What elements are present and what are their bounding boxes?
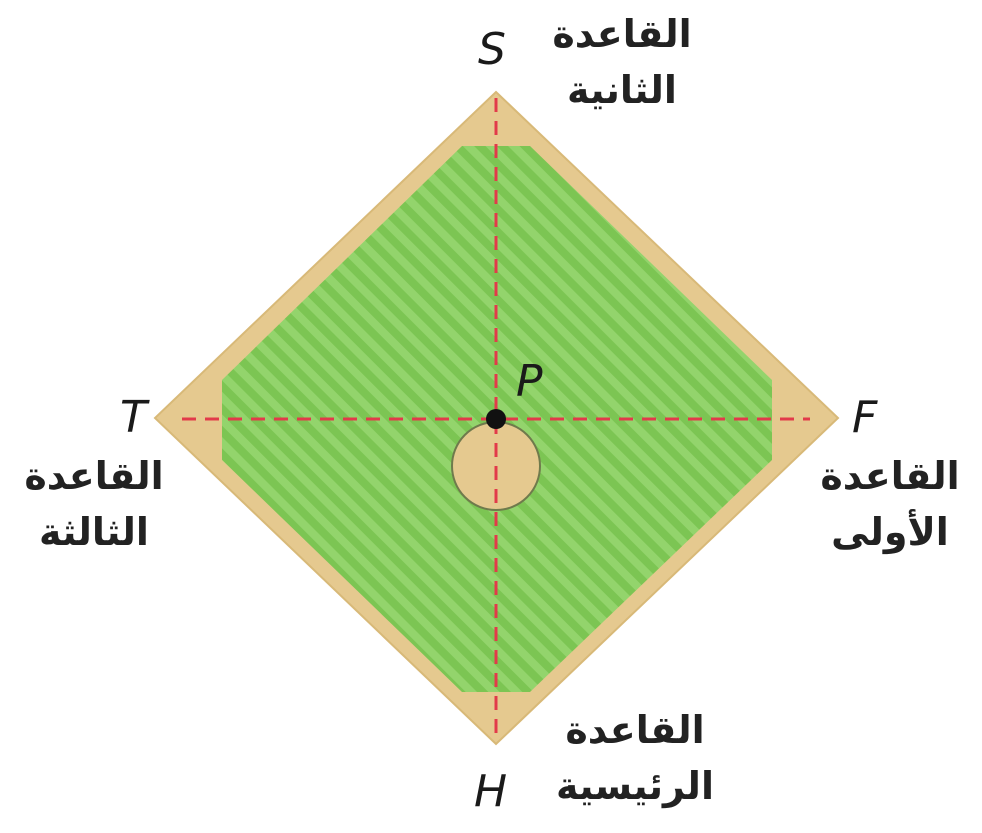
first-base-label-line1: القاعدة (820, 454, 960, 498)
second-base-label-line1: القاعدة (552, 12, 692, 56)
point-p-label: P (516, 356, 543, 407)
home-plate-label-line1: القاعدة (565, 708, 705, 752)
third-base-label: القاعدة الثالثة (10, 448, 178, 560)
point-f-label: F (852, 392, 878, 443)
point-s-label: S (478, 24, 506, 75)
point-p-dot (486, 409, 506, 429)
second-base-label-line2: الثانية (567, 68, 677, 112)
third-base-label-line1: القاعدة (24, 454, 164, 498)
second-base-label: القاعدة الثانية (538, 6, 706, 118)
home-plate-label-line2: الرئيسية (556, 764, 714, 808)
point-h-label: H (474, 766, 508, 817)
third-base-label-line2: الثالثة (39, 510, 149, 554)
first-base-label: القاعدة الأولى (806, 448, 974, 560)
first-base-label-line2: الأولى (831, 510, 949, 554)
home-plate-label: القاعدة الرئيسية (546, 702, 724, 814)
point-t-label: T (120, 392, 147, 443)
